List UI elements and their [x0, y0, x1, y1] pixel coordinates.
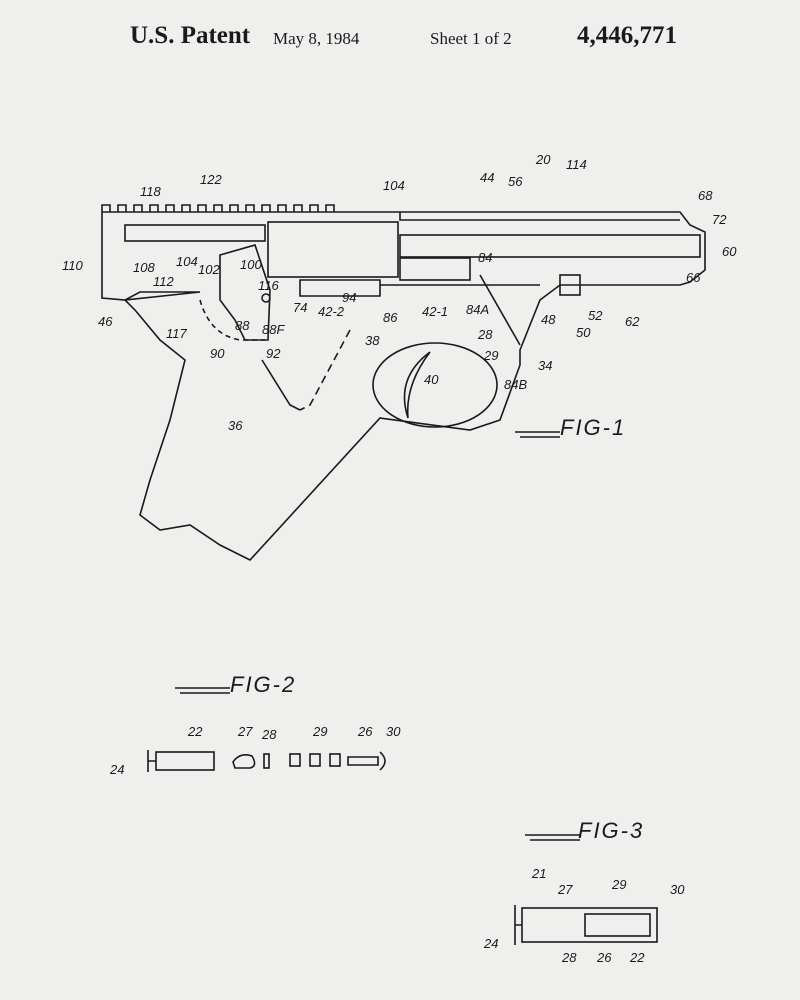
reference-numeral: 84B [504, 377, 528, 392]
sheet-number: Sheet 1 of 2 [430, 29, 512, 48]
patent-date: May 8, 1984 [273, 29, 360, 48]
reference-numeral: 112 [153, 274, 174, 289]
fig1-pistol [101, 204, 706, 561]
figure-underlines [175, 431, 580, 841]
reference-numeral: 56 [508, 174, 523, 189]
reference-numeral: 24 [484, 936, 499, 951]
reference-numeral: 94 [342, 290, 357, 305]
reference-numeral: 21 [532, 866, 547, 881]
reference-numeral: 42-1 [422, 304, 449, 319]
reference-numeral: 20 [536, 152, 551, 167]
reference-numeral: 22 [188, 724, 203, 739]
reference-numeral: 28 [262, 727, 277, 742]
reference-numeral: 28 [562, 950, 577, 965]
reference-numeral: 29 [484, 348, 499, 363]
reference-numeral: 116 [258, 278, 279, 293]
reference-numeral: 62 [625, 314, 640, 329]
reference-numeral: 60 [722, 244, 737, 259]
fig2-label: FIG-2 [230, 672, 297, 697]
reference-numeral: 84 [478, 250, 493, 265]
reference-numeral: 86 [383, 310, 398, 325]
reference-numeral: 84A [466, 302, 490, 317]
fig1-label: FIG-1 [560, 415, 627, 440]
reference-numeral: 30 [386, 724, 401, 739]
reference-numeral: 90 [210, 346, 225, 361]
reference-numeral: 108 [133, 260, 155, 275]
reference-numeral: 34 [538, 358, 553, 373]
reference-numeral: 38 [365, 333, 380, 348]
reference-numeral: 110 [62, 258, 83, 273]
fig3-label: FIG-3 [578, 818, 645, 843]
reference-numeral: 22 [630, 950, 645, 965]
reference-numeral: 24 [110, 762, 125, 777]
reference-numeral: 50 [576, 325, 591, 340]
reference-numeral: 104 [176, 254, 198, 269]
reference-numeral: 100 [240, 257, 262, 272]
reference-numeral: 118 [140, 184, 161, 199]
reference-numeral: 114 [566, 157, 587, 172]
reference-numeral: 28 [478, 327, 493, 342]
reference-numeral: 26 [597, 950, 612, 965]
reference-numeral: 48 [541, 312, 556, 327]
reference-numeral: 117 [166, 326, 187, 341]
fig2-cartridge-exploded [147, 750, 386, 772]
reference-numeral: 52 [588, 308, 603, 323]
reference-numeral: 88F [262, 322, 285, 337]
reference-numeral: 104 [383, 178, 405, 193]
reference-numeral: 30 [670, 882, 685, 897]
reference-numeral: 26 [358, 724, 373, 739]
reference-numeral: 88 [235, 318, 250, 333]
reference-numeral: 72 [712, 212, 727, 227]
reference-numeral: 68 [698, 188, 713, 203]
reference-numeral: 27 [558, 882, 573, 897]
reference-numeral: 66 [686, 270, 701, 285]
reference-numeral: 29 [313, 724, 328, 739]
reference-numeral: 92 [266, 346, 281, 361]
patent-number: 4,446,771 [577, 22, 677, 49]
reference-numeral: 74 [293, 300, 308, 315]
reference-numeral: 40 [424, 372, 439, 387]
reference-numeral: 42-2 [318, 304, 345, 319]
patent-title: U.S. Patent [130, 22, 251, 49]
reference-numeral: 44 [480, 170, 495, 185]
reference-numeral: 102 [198, 262, 220, 277]
reference-numeral: 29 [612, 877, 627, 892]
reference-numeral: 46 [98, 314, 113, 329]
fig3-cartridge-assembled [514, 905, 658, 945]
reference-numeral: 122 [200, 172, 222, 187]
reference-numeral: 36 [228, 418, 243, 433]
reference-numeral: 27 [238, 724, 253, 739]
